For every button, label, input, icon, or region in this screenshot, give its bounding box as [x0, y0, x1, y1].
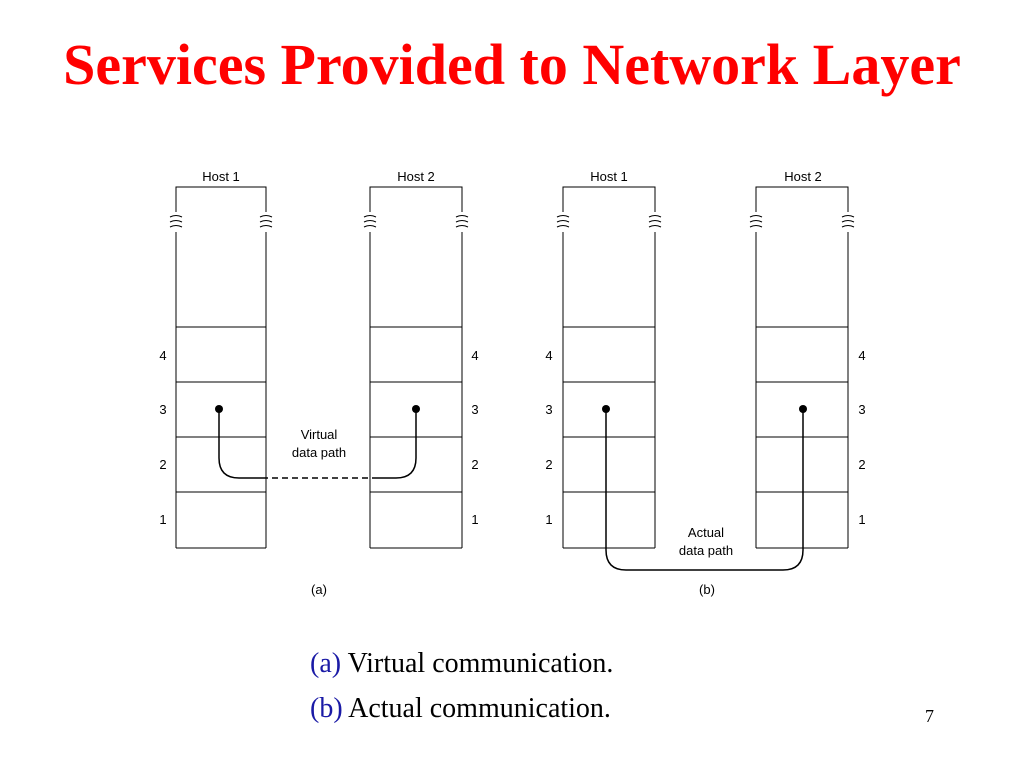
caption-text: Virtual communication. — [341, 648, 614, 679]
host1-bracket — [175, 186, 267, 200]
caption-tag: (b) — [310, 693, 343, 724]
endpoint-dot — [412, 405, 420, 413]
virtual-path-left — [218, 409, 262, 479]
host2-bracket — [755, 186, 849, 200]
host2-stack — [749, 200, 855, 549]
layer-number: 1 — [471, 512, 478, 527]
path-label-line1: Actual — [688, 525, 724, 540]
layer-number: 4 — [471, 348, 478, 363]
panel-b — [556, 186, 855, 571]
page-number: 7 — [925, 706, 934, 726]
host2-label: Host 2 — [784, 169, 822, 184]
layer-number: 3 — [858, 402, 865, 417]
host2-stack — [363, 200, 469, 549]
host2-bracket — [369, 186, 463, 200]
break-mark-icon — [169, 215, 183, 228]
layer-number: 2 — [858, 457, 865, 472]
layer-number: 4 — [159, 348, 166, 363]
layer-number: 2 — [471, 457, 478, 472]
slide-title: Services Provided to Network Layer — [63, 32, 961, 97]
host2-label: Host 2 — [397, 169, 435, 184]
layer-number: 1 — [159, 512, 166, 527]
layer-number: 2 — [545, 457, 552, 472]
virtual-path-right — [374, 409, 417, 479]
caption-b: (b) Actual communication. — [310, 692, 611, 726]
actual-path — [605, 409, 804, 571]
path-label-line2: data path — [292, 445, 346, 460]
host1-label: Host 1 — [202, 169, 240, 184]
layer-number: 3 — [545, 402, 552, 417]
break-mark-icon — [363, 215, 377, 228]
endpoint-dot — [799, 405, 807, 413]
endpoint-dot — [602, 405, 610, 413]
break-mark-icon — [841, 215, 855, 228]
caption-tag: (a) — [310, 648, 342, 679]
path-label-line2: data path — [679, 543, 733, 558]
layer-number: 1 — [858, 512, 865, 527]
layer-number: 3 — [471, 402, 478, 417]
host1-bracket — [562, 186, 656, 200]
break-mark-icon — [648, 215, 662, 228]
host1-stack — [556, 200, 662, 549]
layer-number: 4 — [545, 348, 552, 363]
break-mark-icon — [455, 215, 469, 228]
path-label-line1: Virtual — [301, 427, 338, 442]
host1-label: Host 1 — [590, 169, 628, 184]
layer-number: 2 — [159, 457, 166, 472]
caption-text: Actual communication. — [342, 693, 611, 724]
panel-a — [169, 186, 469, 549]
break-mark-icon — [556, 215, 570, 228]
break-mark-icon — [259, 215, 273, 228]
caption-a: (a) Virtual communication. — [310, 647, 613, 681]
panel-label: (a) — [311, 582, 327, 597]
endpoint-dot — [215, 405, 223, 413]
layer-number: 4 — [858, 348, 865, 363]
layer-number: 1 — [545, 512, 552, 527]
break-mark-icon — [749, 215, 763, 228]
layer-number: 3 — [159, 402, 166, 417]
panel-label: (b) — [699, 582, 715, 597]
host1-stack — [169, 200, 273, 549]
